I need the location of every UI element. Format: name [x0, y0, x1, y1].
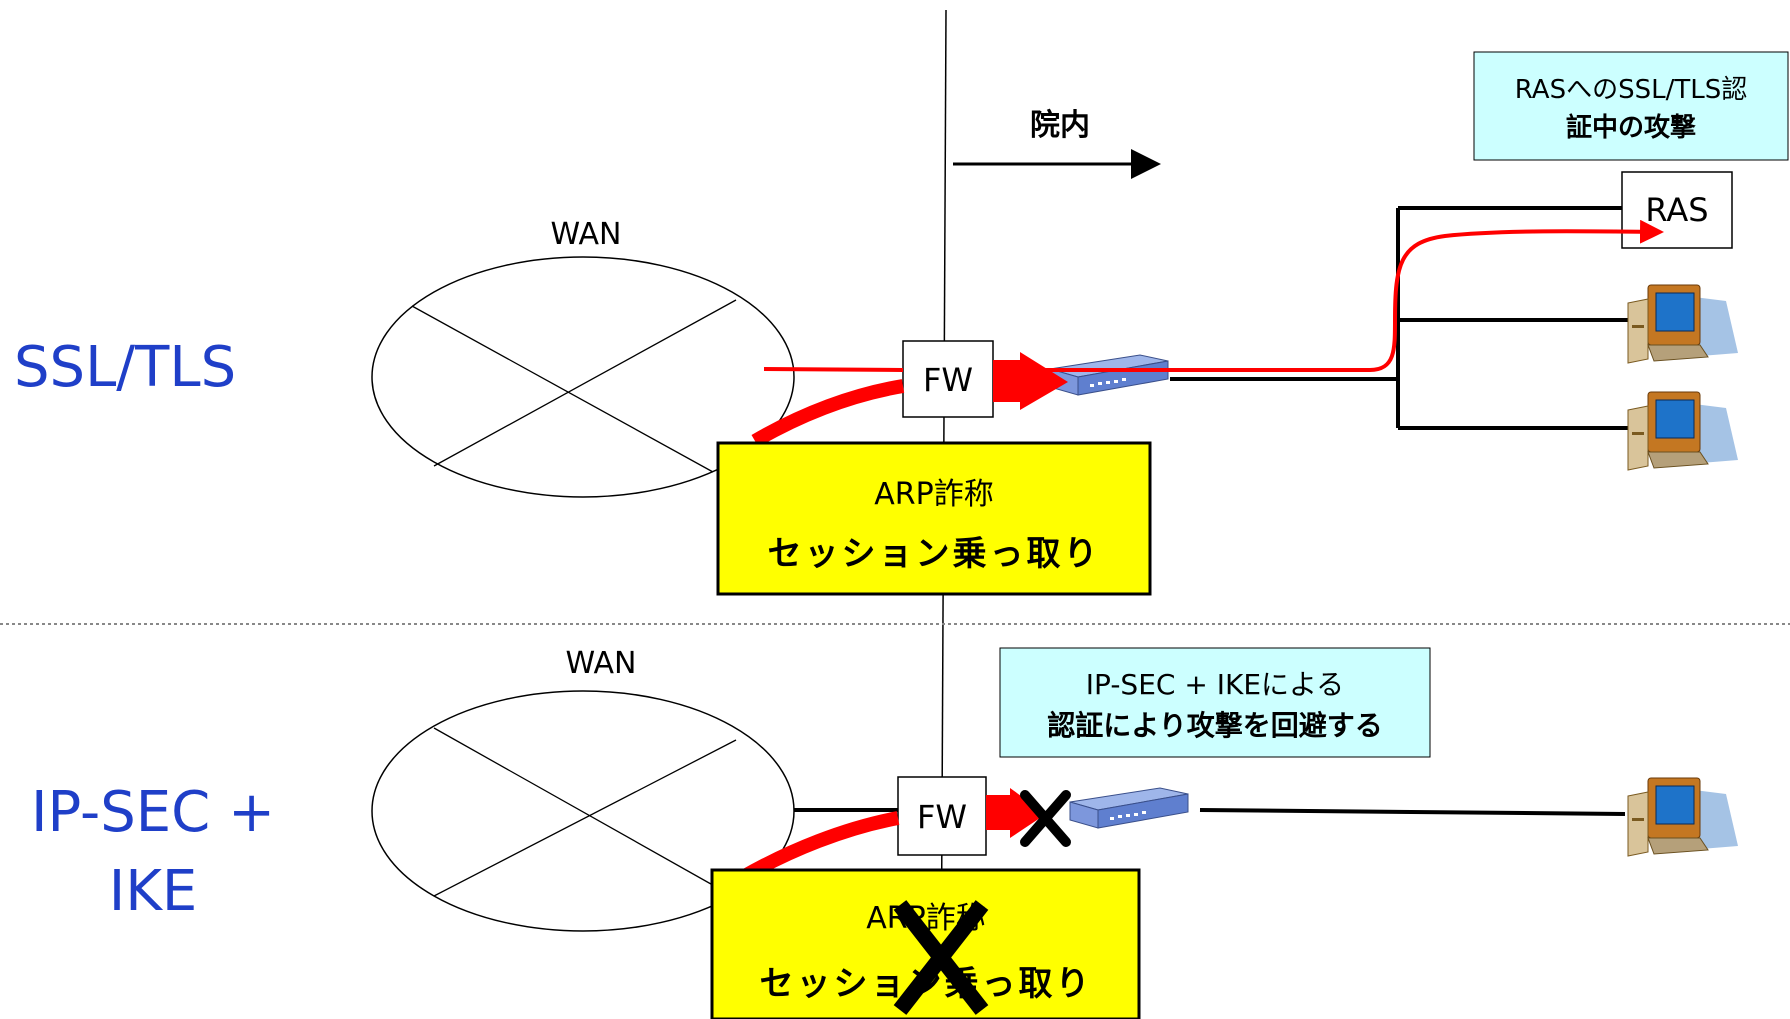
firewall-label-bottom: FW — [917, 798, 967, 836]
router-icon — [1070, 788, 1188, 828]
wan-label: WAN — [551, 217, 622, 252]
arp-spoof-curve — [755, 386, 903, 441]
protocol-label-ssl-tls: SSL/TLS — [14, 335, 236, 400]
direction-label: 院内 — [1030, 108, 1090, 143]
firewall-label: FW — [923, 361, 973, 399]
router-icon — [1050, 355, 1168, 395]
desktop-computer-icon — [1628, 285, 1738, 363]
attack-path-to-ras — [993, 231, 1660, 370]
arp-attack-line2: セッション乗っ取り — [768, 534, 1101, 574]
wan-label-bottom: WAN — [566, 646, 637, 681]
attack-callout-line1: RASへのSSL/TLS認 — [1515, 75, 1747, 105]
defense-callout-line1: IP-SEC + IKEによる — [1086, 668, 1344, 701]
arp-attack-line1: ARP詐称 — [874, 477, 993, 512]
defense-callout-line2: 認証により攻撃を回避する — [1047, 709, 1382, 742]
attack-path-line — [764, 369, 903, 370]
attack-callout-box — [1474, 52, 1788, 160]
lan-network-lines — [1170, 208, 1628, 428]
protocol-label-ipsec-line2: IKE — [109, 859, 198, 924]
attack-arrow-head — [993, 352, 1068, 410]
arp-spoof-curve-bottom — [743, 818, 898, 877]
desktop-computer-icon — [1628, 778, 1738, 856]
protocol-label-ipsec-line1: IP-SEC + — [31, 780, 275, 845]
desktop-computer-icon — [1628, 392, 1738, 470]
attack-callout-line2: 証中の攻撃 — [1566, 112, 1696, 143]
ras-label: RAS — [1645, 191, 1708, 229]
